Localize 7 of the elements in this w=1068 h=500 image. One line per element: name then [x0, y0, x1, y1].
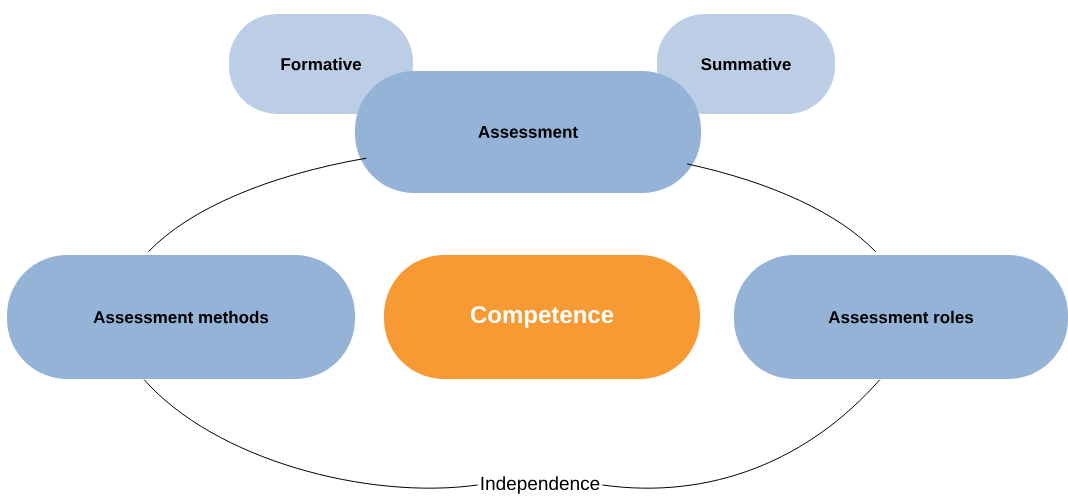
process-box: Assessment — [355, 71, 701, 193]
core-box: Competence — [384, 255, 700, 379]
ellipse-label: Independence — [481, 476, 600, 494]
process-box: Assessment methods — [7, 255, 355, 379]
process-box: Assessment roles — [734, 255, 1068, 379]
stage-box: Formative — [229, 14, 413, 114]
stage-box: Summative — [657, 14, 835, 114]
